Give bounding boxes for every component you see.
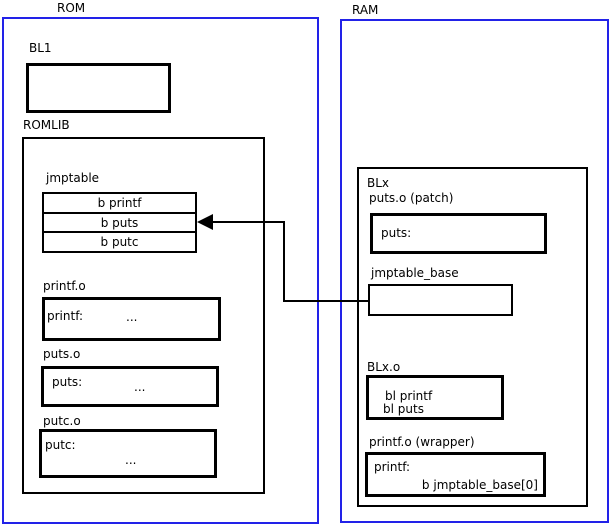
jmptable-table: b printf b puts b putc [42, 192, 197, 253]
printf-wrapper-label: printf.o (wrapper) [369, 435, 475, 449]
jmptable-base-label: jmptable_base [371, 266, 459, 280]
puts-body-ellipsis: ... [134, 380, 146, 394]
printf-symbol: printf: [47, 309, 84, 323]
jmptable-row-b-putc: b putc [44, 231, 195, 251]
printf-body-ellipsis: ... [126, 310, 138, 324]
jmptable-row-b-puts: b puts [44, 211, 195, 232]
blx-o-label: BLx.o [367, 360, 401, 374]
jmptable-label: jmptable [46, 171, 100, 185]
printf-wrapper-symbol: printf: [374, 460, 411, 474]
puts-o-box: puts: ... [41, 366, 219, 407]
puts-patch-box: puts: [370, 213, 547, 254]
printf-wrapper-box: printf: b jmptable_base[0] [365, 452, 546, 497]
printf-o-label: printf.o [43, 279, 86, 293]
bl1-label: BL1 [29, 41, 52, 55]
putc-o-label: putc.o [43, 414, 81, 428]
jmptable-row-b-printf: b printf [44, 194, 195, 212]
printf-wrapper-body: b jmptable_base[0] [421, 478, 538, 492]
puts-patch-symbol: puts: [381, 226, 412, 240]
putc-symbol: putc: [45, 438, 76, 452]
blx-o-line-2: bl puts [383, 402, 424, 416]
jmptable-row-text: b puts [100, 215, 139, 230]
putc-body-ellipsis: ... [125, 453, 137, 467]
blx-label: BLx [367, 176, 390, 190]
putc-o-box: putc: ... [39, 429, 217, 478]
blx-o-box: bl printf bl puts [366, 375, 504, 420]
puts-symbol: puts: [52, 375, 83, 389]
rom-title: ROM [57, 1, 86, 15]
jmptable-row-text: b putc [100, 235, 139, 250]
romlib-label: ROMLIB [23, 118, 70, 132]
puts-o-label: puts.o [43, 347, 81, 361]
jmptable-base-box [368, 284, 513, 316]
ram-title: RAM [352, 3, 379, 17]
printf-o-box: printf: ... [42, 297, 221, 341]
puts-patch-label: puts.o (patch) [369, 191, 454, 205]
jmptable-row-text: b printf [97, 195, 142, 210]
bl1-box [26, 63, 171, 113]
blx-o-line-1: bl printf [385, 389, 433, 403]
